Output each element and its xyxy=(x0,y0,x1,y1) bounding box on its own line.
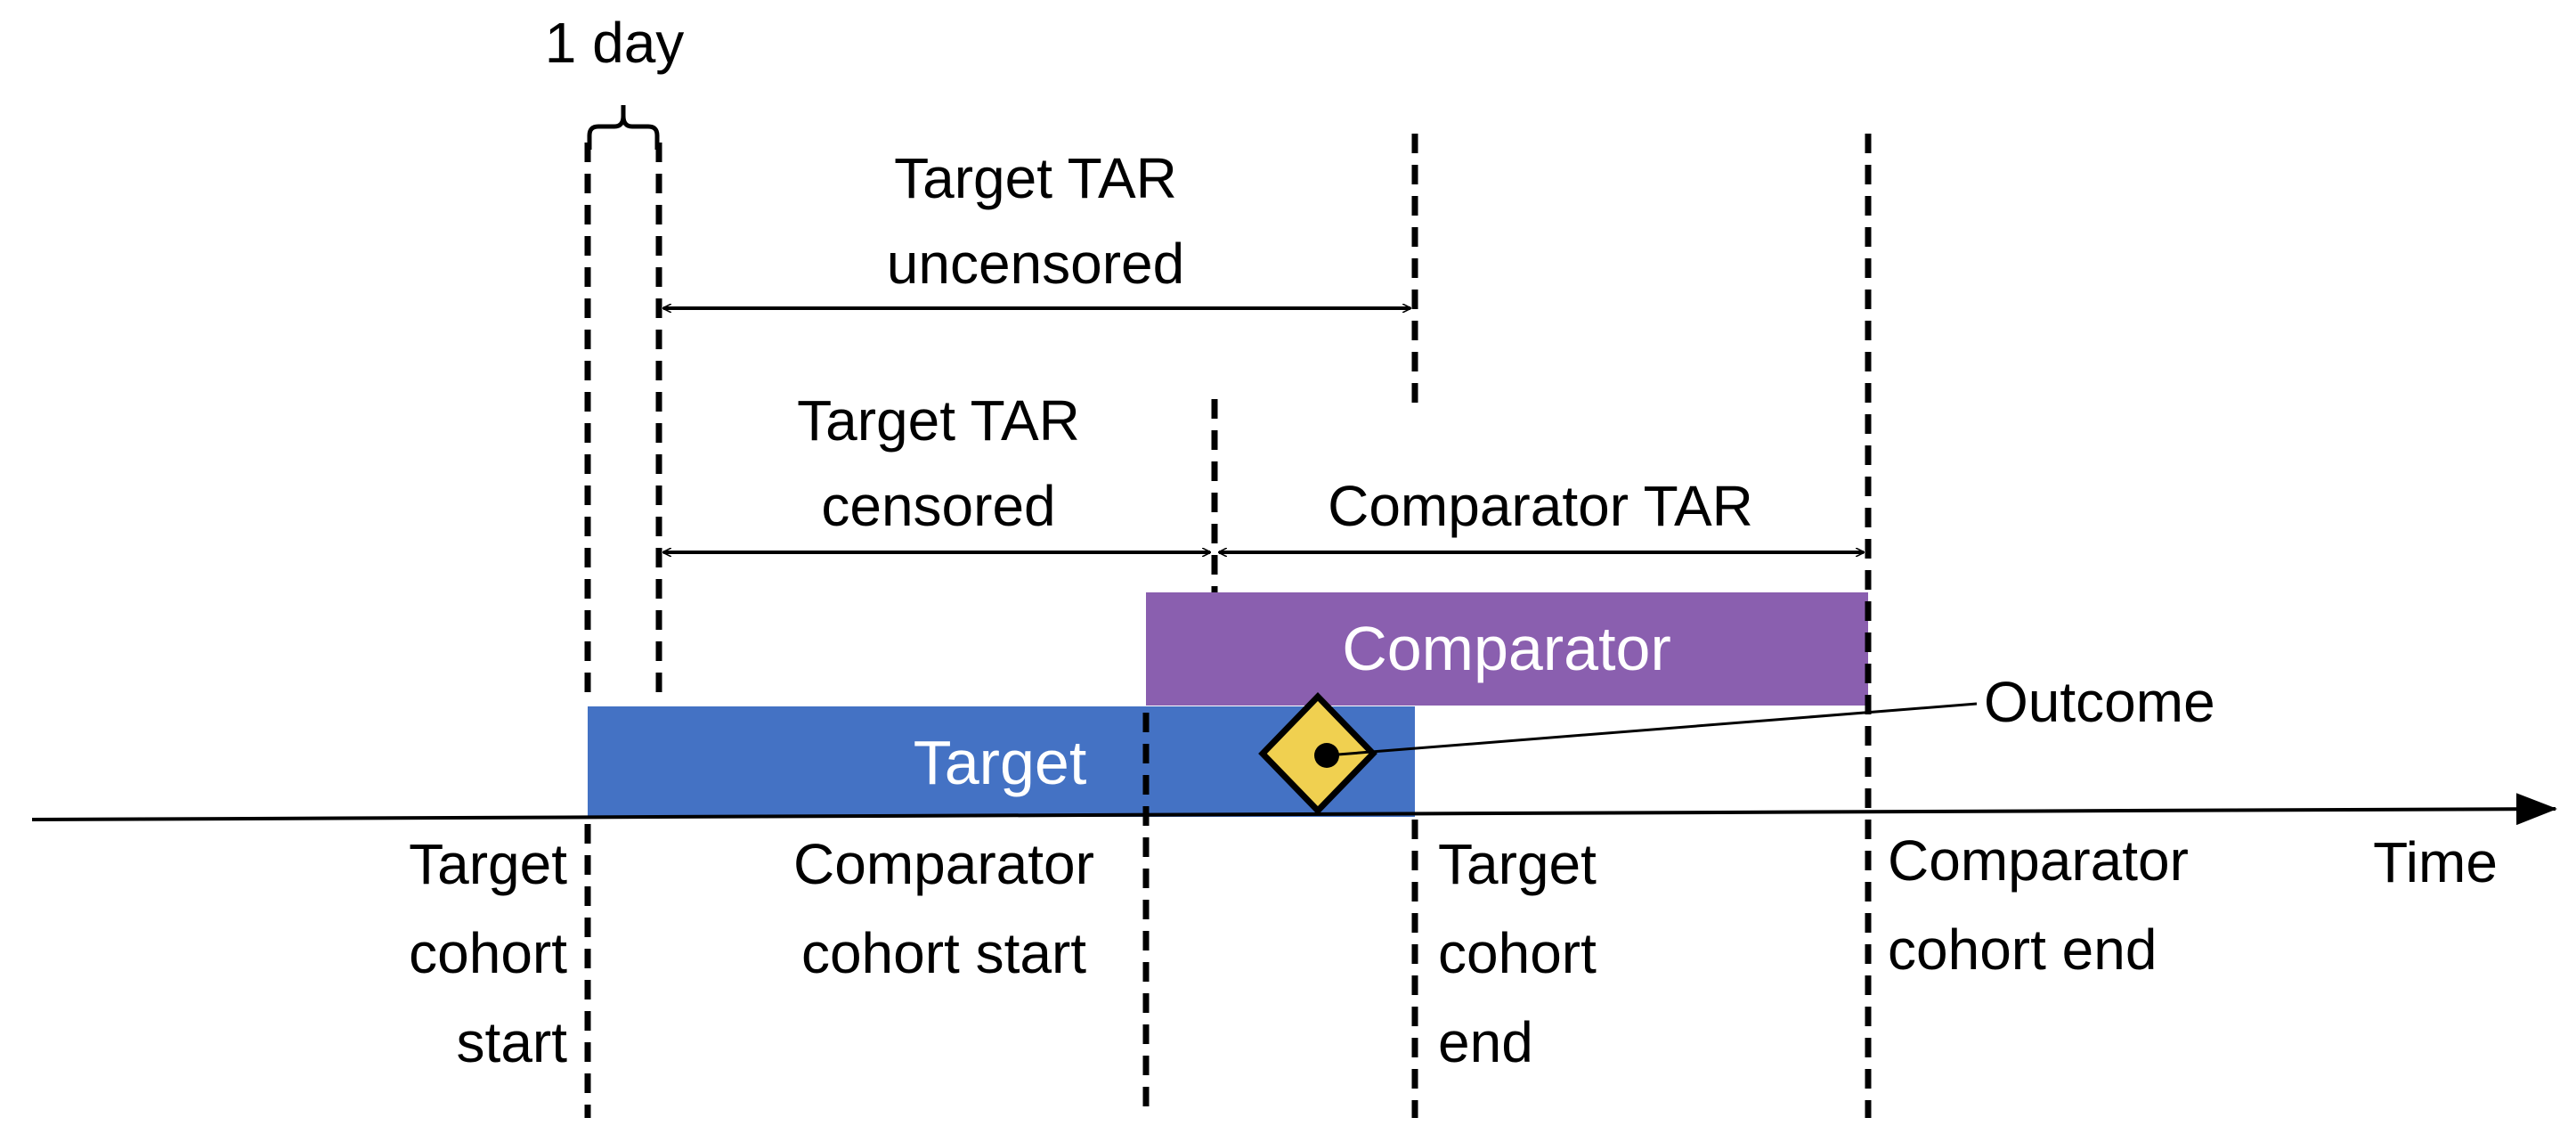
target-end-label-line1: Target xyxy=(1438,832,1597,896)
target-end-label-line3: end xyxy=(1438,1010,1533,1074)
outcome-leader-line xyxy=(1326,702,1978,757)
tar-uncensored-label-line2: uncensored xyxy=(887,232,1184,296)
time-axis xyxy=(31,793,2557,826)
one-day-label: 1 day xyxy=(545,11,685,75)
target-end-label-line2: cohort xyxy=(1438,921,1597,985)
time-label: Time xyxy=(2373,830,2498,894)
outcome-label: Outcome xyxy=(1984,670,2215,734)
one-day-brace xyxy=(587,105,660,150)
comparator-bar xyxy=(1146,592,1868,706)
comparator-end-label-line2: cohort end xyxy=(1888,918,2157,982)
comparator-tar-label: Comparator TAR xyxy=(1328,474,1753,538)
target-start-label-line1: Target xyxy=(409,832,567,896)
comparator-start-label-line1: Comparator xyxy=(793,832,1094,896)
comparator-bar-label: Comparator xyxy=(1342,614,1671,683)
comparator-end-label-line1: Comparator xyxy=(1888,828,2189,893)
target-start-label-line3: start xyxy=(457,1010,568,1074)
target-bar-label: Target xyxy=(914,728,1087,797)
tar-uncensored-label-line1: Target TAR xyxy=(894,146,1177,210)
tar-censored-label-line2: censored xyxy=(821,474,1055,538)
target-start-label-line2: cohort xyxy=(409,921,567,985)
tar-censored-label-line1: Target TAR xyxy=(797,388,1080,453)
comparator-start-label-line2: cohort start xyxy=(801,921,1086,985)
